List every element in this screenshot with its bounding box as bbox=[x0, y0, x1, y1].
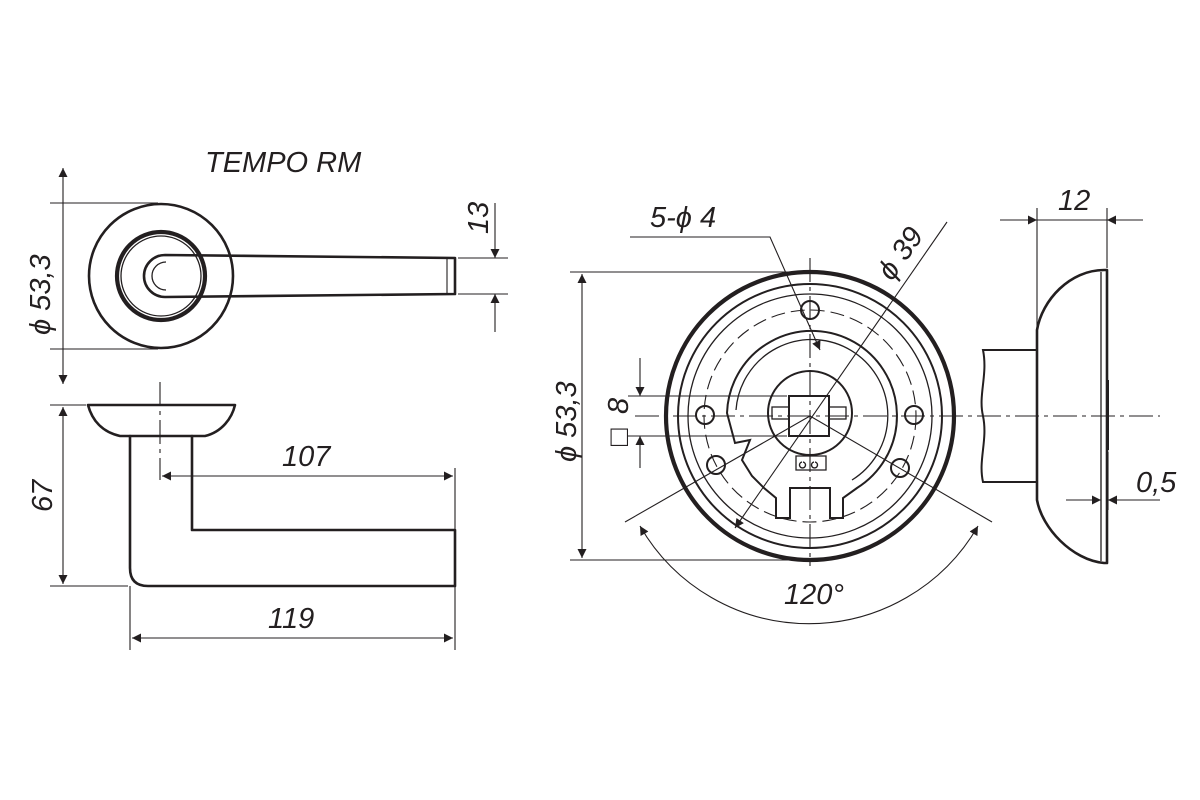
rosette-diameter-top-label: ϕ 53,3 bbox=[25, 254, 57, 335]
inner-body bbox=[725, 329, 898, 519]
top-view: TEMPO RM ϕ 53,3 13 bbox=[25, 147, 508, 384]
rosette-inner-ring-2 bbox=[120, 235, 202, 317]
rosette-side-view: 12 0,5 bbox=[980, 185, 1177, 565]
screw-holes-label: 5-ϕ 4 bbox=[650, 202, 716, 234]
rosette-side-profile bbox=[86, 403, 237, 438]
side-view: 107 119 67 bbox=[27, 382, 457, 650]
gap-label: 0,5 bbox=[1136, 467, 1177, 499]
rosette-side-body bbox=[1035, 268, 1109, 565]
rosette-outer-circle bbox=[87, 202, 235, 350]
front-view: ϕ 53,3 8 □ 5-ϕ 4 ϕ 39 120° bbox=[551, 202, 1160, 625]
lever-top-inner bbox=[151, 261, 167, 291]
rosette-depth-label: 12 bbox=[1058, 185, 1090, 217]
lever-length-total-label: 119 bbox=[268, 603, 314, 635]
lever-thickness-label: 13 bbox=[463, 202, 495, 234]
screw-hole bbox=[904, 405, 924, 425]
rosette-inner-ring bbox=[114, 229, 208, 323]
lever-side-profile bbox=[128, 434, 457, 588]
screw-hole bbox=[890, 458, 910, 478]
rotation-angle-label: 120° bbox=[784, 579, 844, 611]
square-symbol: □ bbox=[603, 428, 635, 446]
lever-length-inner-label: 107 bbox=[282, 441, 332, 473]
spindle-square-label: 8 bbox=[603, 398, 635, 414]
rotation-angle-arc bbox=[639, 525, 979, 625]
inner-diameter-label: ϕ 39 bbox=[872, 221, 931, 286]
lever-top-profile bbox=[142, 253, 457, 299]
inner-diameter-line bbox=[734, 221, 948, 529]
door-section bbox=[980, 349, 1037, 483]
rosette-diameter-front-label: ϕ 53,3 bbox=[551, 381, 583, 462]
screw-holes-leader bbox=[630, 236, 821, 351]
screw-hole bbox=[695, 405, 715, 425]
lever-height-label: 67 bbox=[27, 478, 59, 512]
product-title: TEMPO RM bbox=[205, 147, 362, 179]
